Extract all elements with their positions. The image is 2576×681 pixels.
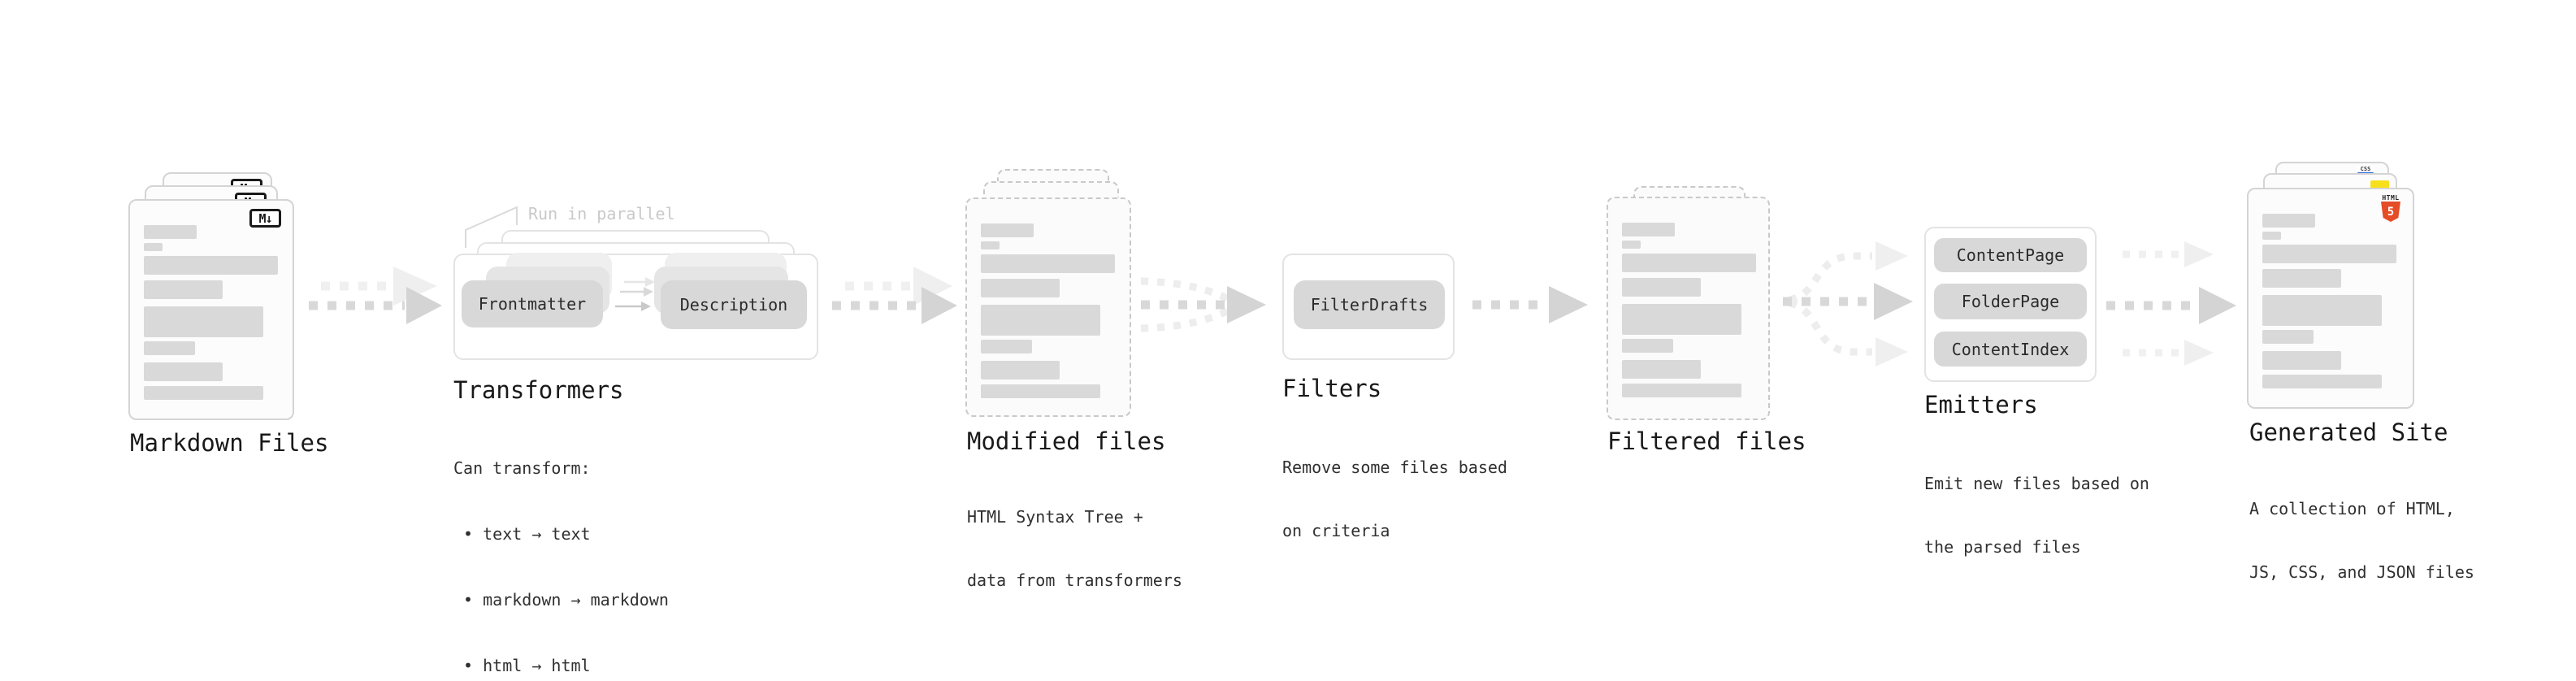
stage-description: Emit new files based on the parsed files <box>1924 431 2149 600</box>
markdown-icon: M↓ <box>249 209 281 228</box>
stage-title: Generated Site <box>2249 419 2448 446</box>
stage-description: HTML Syntax Tree + data from transformer… <box>967 464 1182 633</box>
file-card-front <box>965 197 1131 417</box>
skeleton-text-bar <box>981 241 1000 249</box>
flow-arrow-transformers-to-modified <box>832 267 957 324</box>
skeleton-text-bar <box>1622 278 1701 297</box>
html5-icon: HTML 5 <box>2380 194 2401 222</box>
skeleton-text-bar <box>1622 304 1741 335</box>
filterdrafts-pill: FilterDrafts <box>1294 280 1445 329</box>
stage-description-line: • markdown → markdown <box>453 590 669 609</box>
skeleton-text-bar <box>2262 269 2341 288</box>
skeleton-text-bar <box>2262 295 2382 326</box>
skeleton-text-bar <box>981 340 1032 354</box>
skeleton-text-bar <box>981 384 1100 398</box>
skeleton-text-bar <box>2262 245 2396 263</box>
skeleton-text-bar <box>2262 232 2281 240</box>
stage-description-line: the parsed files <box>1924 537 2081 557</box>
skeleton-text-bar <box>2262 375 2382 388</box>
contentindex-pill: ContentIndex <box>1934 332 2087 367</box>
stage-title: Markdown Files <box>130 429 329 457</box>
stage-description-line: JS, CSS, and JSON files <box>2249 562 2474 582</box>
flow-arrow-emitters-to-generated <box>2106 241 2236 366</box>
skeleton-text-bar <box>2262 214 2315 228</box>
skeleton-text-bar <box>1622 223 1675 236</box>
skeleton-text-bar <box>981 223 1034 237</box>
skeleton-text-bar <box>1622 254 1756 272</box>
stage-title: Modified files <box>967 427 1166 455</box>
run-in-parallel-label: Run in parallel <box>528 204 675 223</box>
html5-icon-label: HTML <box>2382 194 2400 202</box>
stage-title: Filtered files <box>1607 427 1806 455</box>
skeleton-text-bar <box>144 256 278 275</box>
stage-description: Remove some files based on criteria <box>1282 414 1507 583</box>
stage-description-line: Emit new files based on <box>1924 474 2149 493</box>
css-icon-label: CSS <box>2360 166 2371 172</box>
stage-description-line: data from transformers <box>967 570 1182 590</box>
skeleton-text-bar <box>1622 384 1741 397</box>
skeleton-text-bar <box>144 341 195 355</box>
file-card-front: HTML 5 <box>2247 188 2414 409</box>
stage-title: Filters <box>1282 375 1382 402</box>
stage-title: Emitters <box>1924 391 2038 419</box>
file-card-front <box>1607 197 1770 420</box>
stage-description-line: • html → html <box>453 656 591 675</box>
skeleton-text-bar <box>2262 330 2314 344</box>
skeleton-text-bar <box>981 305 1100 336</box>
stage-description: Can transform: • text → text • markdown … <box>453 414 669 681</box>
stage-description-line: Remove some files based <box>1282 458 1507 477</box>
html5-icon-shield: 5 <box>2381 202 2400 222</box>
skeleton-text-bar <box>144 243 163 251</box>
skeleton-text-bar <box>1622 339 1673 353</box>
skeleton-text-bar <box>981 254 1115 273</box>
description-pill: Description <box>661 280 807 329</box>
skeleton-text-bar <box>144 280 223 299</box>
skeleton-text-bar <box>144 386 263 400</box>
stage-description: A collection of HTML, JS, CSS, and JSON … <box>2249 456 2474 625</box>
stage-description-line: on criteria <box>1282 521 1390 540</box>
frontmatter-pill: Frontmatter <box>462 280 603 327</box>
stage-title: Transformers <box>453 376 624 404</box>
file-card-front: M↓ <box>128 199 294 420</box>
skeleton-text-bar <box>144 306 263 337</box>
flow-arrow-filtered-to-emitters <box>1783 241 1913 367</box>
stage-description-line: A collection of HTML, <box>2249 499 2455 518</box>
flow-arrow-filters-to-filtered <box>1472 286 1588 323</box>
skeleton-text-bar <box>981 361 1060 380</box>
folderpage-pill: FolderPage <box>1934 284 2087 319</box>
skeleton-text-bar <box>981 279 1060 297</box>
skeleton-text-bar <box>144 362 223 381</box>
skeleton-text-bar <box>1622 360 1701 379</box>
flow-arrow-modified-to-filters <box>1140 277 1266 332</box>
stage-description-line: HTML Syntax Tree + <box>967 507 1143 527</box>
skeleton-text-bar <box>144 225 197 239</box>
skeleton-text-bar <box>1622 241 1641 249</box>
stage-description-line: • text → text <box>453 524 591 544</box>
skeleton-text-bar <box>2262 351 2341 370</box>
stage-description-line: Can transform: <box>453 458 591 478</box>
flow-arrow-markdown-to-transformers <box>309 267 442 324</box>
contentpage-pill: ContentPage <box>1934 238 2087 272</box>
